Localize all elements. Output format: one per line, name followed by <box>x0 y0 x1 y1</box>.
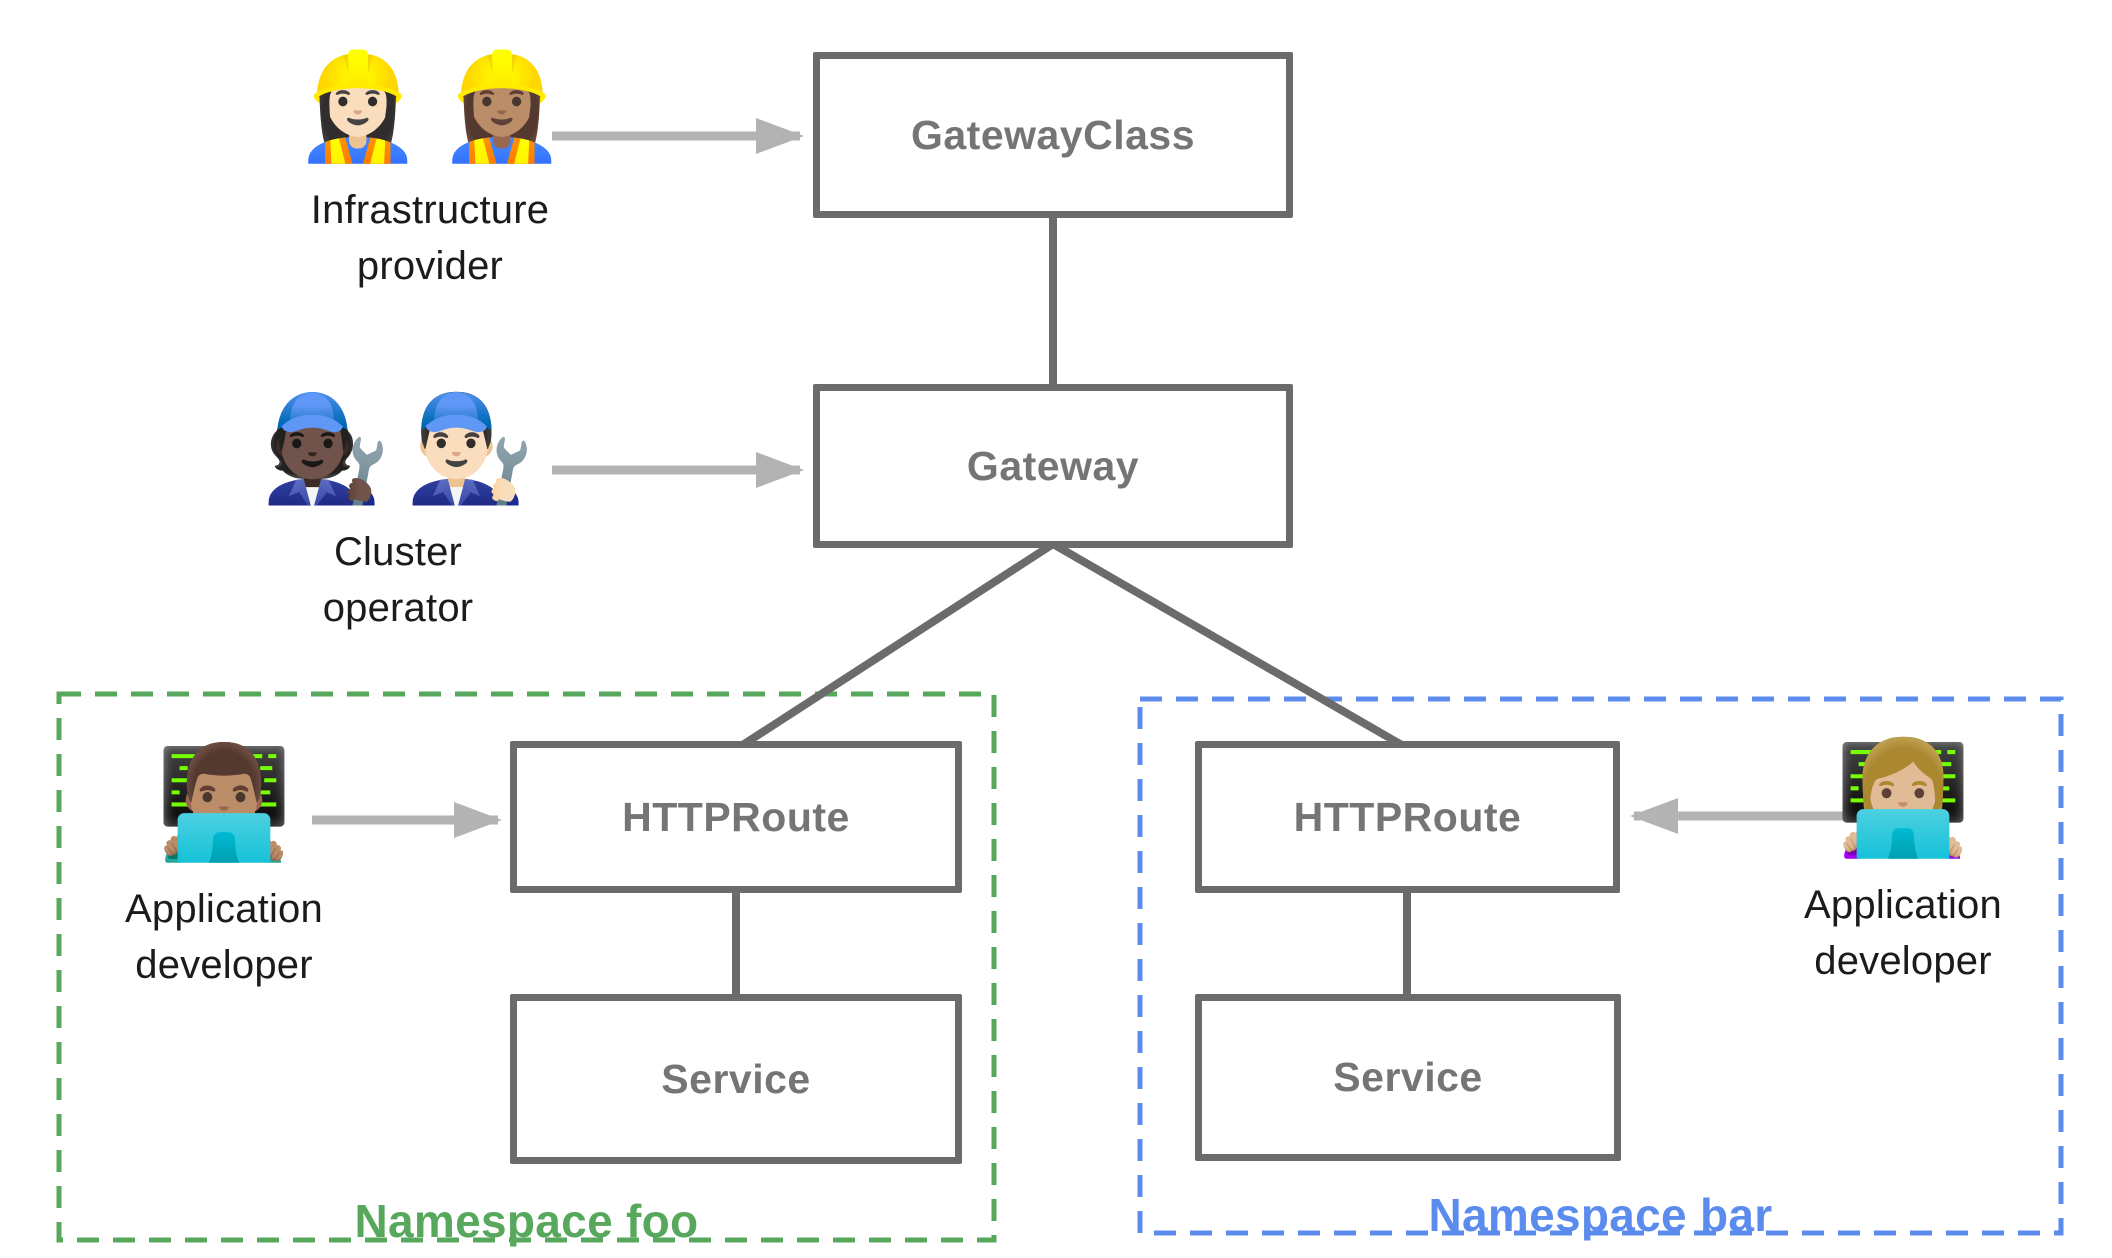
gatewayclass-node-label: GatewayClass <box>910 111 1196 158</box>
app-developer-foo-emoji-row: 👨🏽‍💻 <box>125 740 323 867</box>
service-node-bar-label: Service <box>1333 1054 1483 1100</box>
service-node-bar: Service <box>1195 994 1621 1161</box>
httproute-node-bar: HTTPRoute <box>1195 741 1620 893</box>
man-mechanic-light-icon: 👨🏻‍🔧 <box>405 391 535 507</box>
cluster-operator-persona: 🧑🏿‍🔧 👨🏻‍🔧 Cluster operator <box>256 390 539 637</box>
gateway-node: Gateway <box>813 384 1293 548</box>
namespace-foo-label: Namespace foo <box>354 1195 699 1247</box>
app-developer-bar-label: Application developer <box>1804 882 2002 984</box>
cluster-operator-label: Cluster operator <box>322 529 474 631</box>
app-developer-foo-label: Application developer <box>125 886 323 988</box>
woman-construction-worker-medium-icon: 👷🏽‍♀️ <box>437 49 567 165</box>
infrastructure-provider-label: Infrastructure provider <box>310 187 550 289</box>
mechanic-dark-icon: 🧑🏿‍🔧 <box>261 391 391 507</box>
man-technologist-icon: 👨🏽‍💻 <box>155 741 293 864</box>
httproute-node-bar-label: HTTPRoute <box>1293 793 1522 840</box>
edge-gateway-httproute-foo <box>735 540 1056 752</box>
woman-technologist-icon: 👩🏼‍💻 <box>1834 737 1972 860</box>
woman-construction-worker-light-icon: 👷🏻‍♀️ <box>293 49 423 165</box>
gateway-node-label: Gateway <box>966 442 1140 489</box>
service-node-foo: Service <box>510 994 962 1164</box>
cluster-operator-emoji-row: 🧑🏿‍🔧 👨🏻‍🔧 <box>256 390 539 510</box>
service-node-foo-label: Service <box>661 1055 811 1102</box>
namespace-bar-boundary <box>1137 696 2064 1236</box>
app-developer-foo-persona: 👨🏽‍💻 Application developer <box>125 740 323 994</box>
app-developer-bar-persona: 👩🏼‍💻 Application developer <box>1804 736 2002 990</box>
namespace-foo-boundary <box>56 691 997 1243</box>
httproute-node-foo: HTTPRoute <box>510 741 962 893</box>
httproute-node-foo-label: HTTPRoute <box>622 793 850 840</box>
gatewayclass-node: GatewayClass <box>813 52 1293 218</box>
namespace-bar-label: Namespace bar <box>1428 1189 1773 1241</box>
app-developer-bar-emoji-row: 👩🏼‍💻 <box>1804 736 2002 863</box>
edge-gateway-httproute-bar <box>1051 540 1409 752</box>
infrastructure-provider-persona: 👷🏻‍♀️ 👷🏽‍♀️ Infrastructure provider <box>288 48 571 295</box>
infrastructure-provider-emoji-row: 👷🏻‍♀️ 👷🏽‍♀️ <box>288 48 571 168</box>
